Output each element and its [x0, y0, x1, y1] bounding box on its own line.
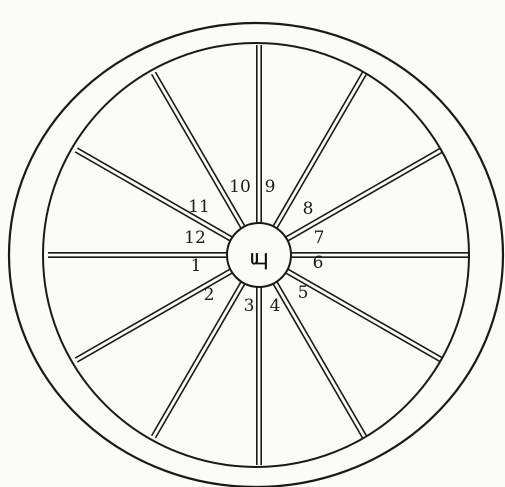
spoke-line	[288, 269, 443, 358]
spoke-line	[277, 282, 367, 436]
spoke-line	[152, 282, 242, 436]
spoke-number-6: 6	[313, 253, 324, 273]
spoke-line	[77, 148, 232, 237]
spoke-line	[75, 269, 230, 358]
spoke-line	[273, 72, 363, 226]
spoke-line	[288, 152, 443, 241]
spoke-number-4: 4	[270, 296, 281, 316]
spoke-number-12: 12	[184, 228, 206, 248]
hub-label: யு	[250, 245, 269, 270]
spoke-line	[286, 148, 441, 237]
spoke-number-5: 5	[298, 283, 309, 303]
spoke-number-8: 8	[303, 199, 314, 219]
spoke-number-9: 9	[265, 177, 276, 197]
spoke-number-7: 7	[314, 228, 325, 248]
spoke-line	[286, 273, 441, 362]
spoke-line	[277, 74, 367, 228]
spoke-number-2: 2	[204, 285, 215, 305]
spoke-line	[155, 284, 245, 438]
spoke-number-11: 11	[188, 197, 210, 217]
spoke-number-3: 3	[244, 296, 255, 316]
spoke-number-1: 1	[191, 256, 202, 276]
spoke-line	[273, 284, 363, 438]
spoke-number-10: 10	[229, 177, 251, 197]
